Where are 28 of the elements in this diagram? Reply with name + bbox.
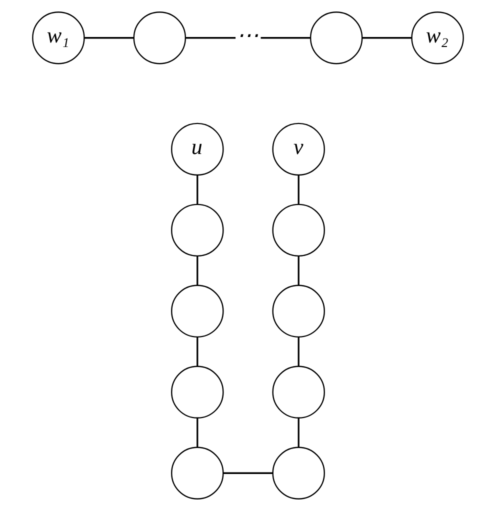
node-circle [272,366,324,418]
connector [297,256,299,286]
connector [222,472,272,474]
node-text: ⋯ [236,22,258,48]
connector [362,37,412,39]
node-circle: v [272,122,324,176]
connector [185,37,236,39]
connector [196,337,198,366]
node-circle [132,12,186,64]
node-circle [309,12,362,64]
node-circle [170,284,224,338]
node-circle [272,284,324,338]
connector [196,175,198,204]
connector [196,256,198,286]
connector [297,175,299,204]
connector [84,37,134,39]
node-circle [170,446,224,500]
node-circle [170,204,224,257]
node-circle: w₁ [32,12,84,64]
node-circle: w₂ [410,12,464,64]
node-circle [272,446,324,500]
node-circle [272,204,324,257]
connector [297,418,299,448]
node-circle: u [170,122,224,176]
connector [260,37,310,39]
node-circle [170,366,224,418]
connector [196,418,198,448]
connector [297,337,299,366]
